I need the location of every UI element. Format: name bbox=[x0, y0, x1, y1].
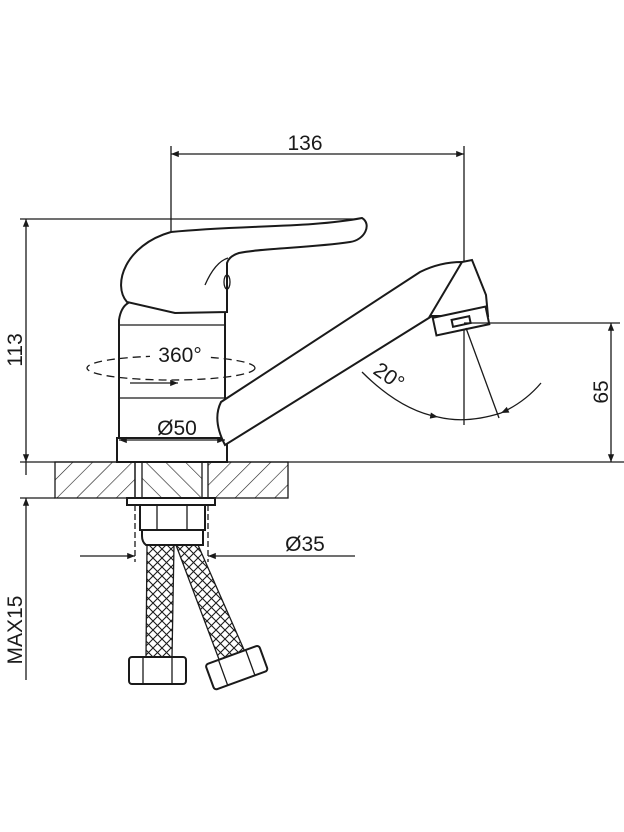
spout bbox=[216, 258, 491, 447]
flexible-hoses bbox=[128, 544, 269, 691]
dimension-max-thickness: MAX15 bbox=[4, 462, 30, 680]
dimension-body-diameter: Ø50 bbox=[119, 417, 225, 444]
hose-nut-right bbox=[205, 645, 269, 691]
dimension-total-height: 113 bbox=[4, 218, 364, 462]
dim-label-136: 136 bbox=[287, 132, 322, 155]
hose-nut-left bbox=[128, 656, 187, 685]
angle-label: 20° bbox=[369, 358, 408, 395]
dim-label-50: Ø50 bbox=[157, 417, 197, 440]
dim-label-113: 113 bbox=[4, 333, 27, 366]
rotation-indicator: 360° bbox=[86, 338, 256, 387]
dimension-hole-diameter: Ø35 bbox=[80, 533, 355, 560]
mounting-fittings bbox=[126, 497, 216, 562]
dimension-spout-height: 65 bbox=[464, 322, 620, 462]
dim-label-max15: MAX15 bbox=[4, 596, 27, 665]
rotation-label: 360° bbox=[158, 344, 201, 367]
dim-label-35: Ø35 bbox=[285, 533, 325, 556]
dim-label-65: 65 bbox=[590, 380, 613, 403]
lever-handle bbox=[120, 216, 368, 315]
dimension-spout-reach: 136 bbox=[170, 132, 465, 262]
countertop-section bbox=[20, 461, 289, 499]
